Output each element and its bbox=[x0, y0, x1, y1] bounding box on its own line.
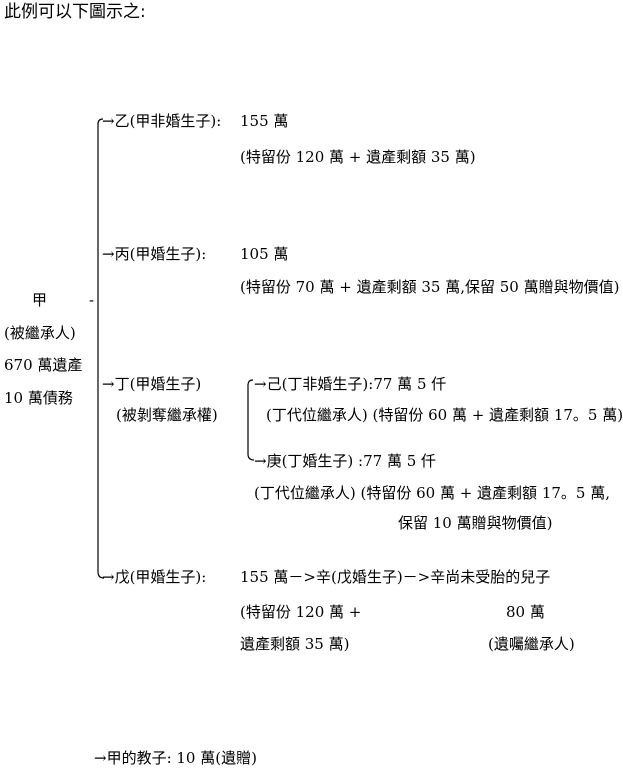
branch-wu-son-role: (遺囑繼承人) bbox=[488, 635, 575, 653]
branch-ding-label: →丁(甲婚生子) bbox=[102, 375, 202, 393]
branch-wu-label: →戊(甲婚生子): bbox=[102, 568, 207, 586]
branch-wu-detail2: 遺產剩額 35 萬) bbox=[240, 635, 350, 653]
bracket-bottom-hook bbox=[97, 571, 105, 579]
root-role: (被繼承人) bbox=[4, 324, 76, 342]
root-debt: 10 萬債務 bbox=[4, 389, 73, 407]
branch-geng-detail2: 保留 10 萬贈與物價值) bbox=[398, 514, 553, 532]
branch-wu-amount-line: 155 萬－>辛(戊婚生子)－>辛尚未受胎的兒子 bbox=[240, 568, 551, 586]
branch-ding-note: (被剝奪繼承權) bbox=[116, 406, 218, 424]
branch-bing-amount: 105 萬 bbox=[240, 245, 289, 263]
branch-ji-label: →己(丁非婚生子):77 萬 5 仟 bbox=[254, 375, 447, 393]
page-title: 此例可以下圖示之: bbox=[4, 2, 146, 22]
sub-bracket-bottom-hook bbox=[247, 453, 255, 461]
branch-yi-detail: (特留份 120 萬 + 遺產剩額 35 萬) bbox=[240, 148, 476, 166]
bracket-top-hook bbox=[97, 118, 104, 125]
branch-geng-detail1: (丁代位繼承人) (特留份 60 萬 + 遺產剩額 17。5 萬, bbox=[254, 484, 610, 502]
branch-ji-detail: (丁代位繼承人) (特留份 60 萬 + 遺產剩額 17。5 萬) bbox=[266, 406, 623, 424]
root-name: 甲 bbox=[32, 291, 48, 309]
sub-bracket-top-hook bbox=[247, 379, 254, 386]
branch-geng-label: →庚(丁婚生子) :77 萬 5 仟 bbox=[254, 452, 437, 470]
branch-wu-son-amount: 80 萬 bbox=[506, 603, 545, 621]
connector-lines bbox=[97, 118, 255, 579]
branch-bing-detail: (特留份 70 萬 + 遺產剩額 35 萬,保留 50 萬贈與物價值) bbox=[240, 278, 620, 296]
branch-yi-label: →乙(甲非婚生子): bbox=[102, 112, 222, 130]
branch-bing-label: →丙(甲婚生子): bbox=[102, 245, 207, 263]
branch-wu-detail1: (特留份 120 萬 + bbox=[240, 603, 362, 621]
branch-yi-amount: 155 萬 bbox=[240, 112, 289, 130]
godson-line: →甲的教子: 10 萬(遺贈) bbox=[94, 749, 257, 767]
root-dash: - bbox=[89, 291, 95, 309]
root-estate: 670 萬遺產 bbox=[4, 356, 83, 374]
